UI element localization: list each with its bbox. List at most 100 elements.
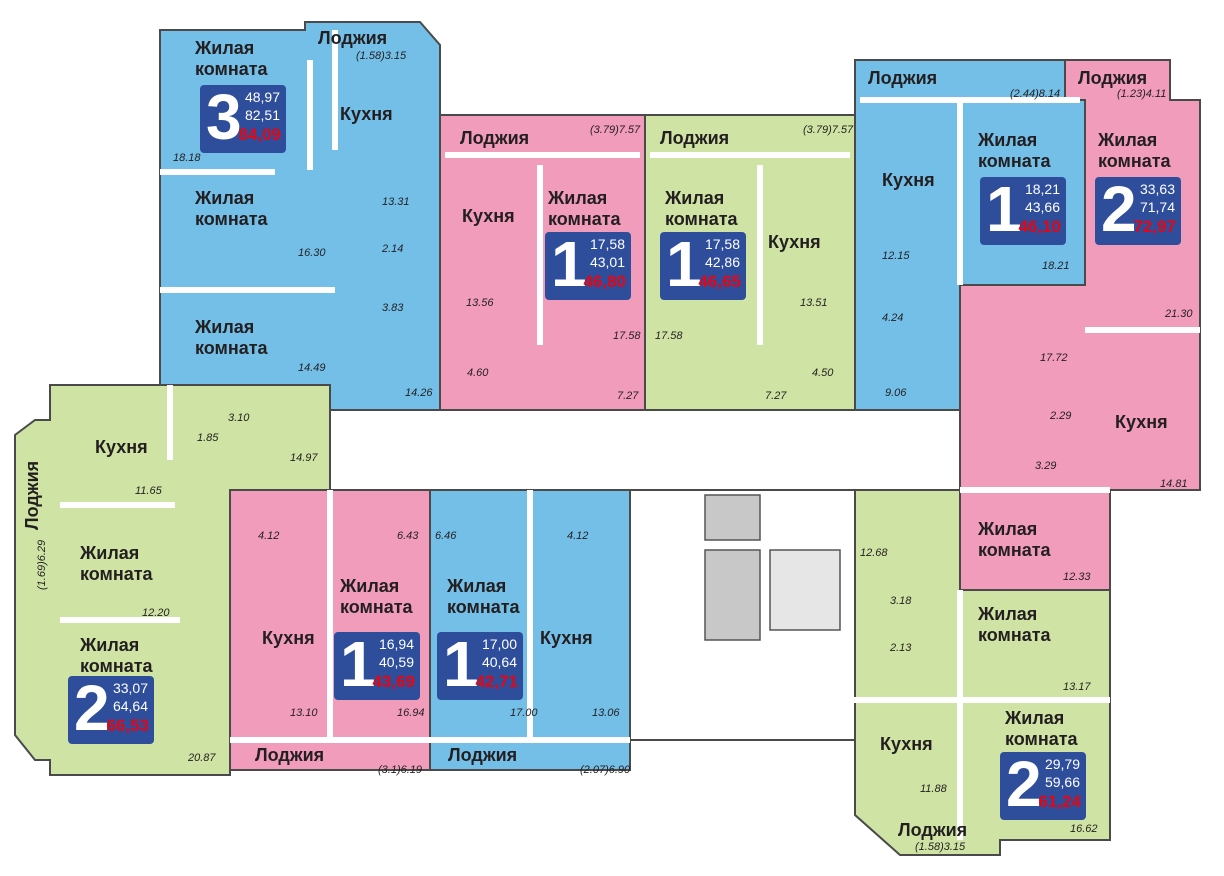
- room-count: 1: [986, 173, 1022, 245]
- room-loggia: Лоджия: [318, 28, 388, 48]
- area-with-loggia: 61,24: [1038, 792, 1081, 811]
- total-area: 82,51: [244, 107, 280, 123]
- room-area: 3.10: [228, 412, 250, 424]
- room-area: 11.65: [135, 485, 162, 497]
- living-area: 17,58: [704, 236, 740, 252]
- room-area: 18.18: [173, 152, 201, 164]
- total-area: 59,66: [1044, 774, 1080, 790]
- room-area: 21.30: [1165, 308, 1193, 320]
- room-area: 14.49: [298, 362, 326, 374]
- living-area: 17,00: [481, 636, 517, 652]
- room-area: 4.12: [567, 530, 589, 542]
- room-area: 12.33: [1063, 571, 1091, 583]
- room-loggia: Лоджия: [1078, 68, 1148, 88]
- room-area: 4.24: [882, 312, 904, 324]
- staircase: [769, 549, 841, 631]
- living-area: 33,63: [1139, 181, 1175, 197]
- total-area: 40,64: [481, 654, 517, 670]
- room-area: 17.58: [613, 330, 641, 342]
- room-kitchen: Кухня: [340, 104, 393, 124]
- room-count: 2: [74, 672, 110, 744]
- room-area: 13.31: [382, 196, 410, 208]
- room-area: 12.15: [882, 250, 910, 262]
- room-area: 9.06: [885, 387, 907, 399]
- room-kitchen: Кухня: [768, 232, 821, 252]
- room-area: 17.58: [655, 330, 683, 342]
- room-area: 16.62: [1070, 823, 1098, 835]
- room-area: 11.88: [920, 783, 947, 795]
- room-loggia: Лоджия: [898, 820, 968, 840]
- room-count: 2: [1101, 173, 1137, 245]
- total-area: 71,74: [1139, 199, 1175, 215]
- room-area: 14.81: [1160, 478, 1188, 490]
- area-with-loggia: 72,97: [1133, 217, 1176, 236]
- total-area: 64,64: [112, 698, 148, 714]
- room-area: 14.26: [405, 387, 433, 399]
- room-area: 7.27: [617, 390, 639, 402]
- room-count: 2: [1006, 748, 1042, 820]
- room-area: 18.21: [1042, 260, 1070, 272]
- room-area: 2.13: [890, 642, 912, 654]
- room-area: 16.94: [397, 707, 425, 719]
- room-area: 1.85: [197, 432, 219, 444]
- room-loggia: Лоджия: [660, 128, 730, 148]
- room-area: 17.00: [510, 707, 538, 719]
- room-area: 13.51: [800, 297, 828, 309]
- loggia-area: (3.79)7.57: [803, 124, 854, 136]
- room-area: 13.10: [290, 707, 318, 719]
- room-count: 1: [551, 228, 587, 300]
- room-area: 7.27: [765, 390, 787, 402]
- room-area: 17.72: [1040, 352, 1068, 364]
- room-area: 6.46: [435, 530, 457, 542]
- room-loggia: Лоджия: [22, 460, 42, 530]
- total-area: 40,59: [378, 654, 414, 670]
- area-with-loggia: 46,65: [698, 272, 741, 291]
- room-loggia: Лоджия: [255, 745, 325, 765]
- total-area: 42,86: [704, 254, 740, 270]
- loggia-area: (1.23)4.11: [1117, 88, 1167, 100]
- room-area: 3.29: [1035, 460, 1057, 472]
- room-area: 13.56: [466, 297, 494, 309]
- area-with-loggia: 42,71: [475, 672, 518, 691]
- room-kitchen: Кухня: [540, 628, 593, 648]
- room-area: 20.87: [188, 752, 216, 764]
- room-area: 2.29: [1050, 410, 1072, 422]
- living-area: 33,07: [112, 680, 148, 696]
- living-area: 29,79: [1044, 756, 1080, 772]
- loggia-area: (3.1)6.19: [378, 764, 423, 776]
- room-kitchen: Кухня: [880, 734, 933, 754]
- total-area: 43,66: [1024, 199, 1060, 215]
- room-kitchen: Кухня: [95, 437, 148, 457]
- room-count: 1: [443, 628, 479, 700]
- interior-walls: [60, 30, 1200, 840]
- living-area: 17,58: [589, 236, 625, 252]
- room-count: 1: [340, 628, 376, 700]
- elevator-1: [704, 494, 761, 541]
- room-count: 1: [666, 228, 702, 300]
- room-loggia: Лоджия: [460, 128, 530, 148]
- room-area: 12.20: [142, 607, 170, 619]
- living-area: 18,21: [1024, 181, 1060, 197]
- room-kitchen: Кухня: [462, 206, 515, 226]
- room-kitchen: Кухня: [1115, 412, 1168, 432]
- room-area: 4.12: [258, 530, 280, 542]
- elevator-2: [704, 549, 761, 641]
- room-area: 2.14: [382, 243, 404, 255]
- area-with-loggia: 46,80: [583, 272, 626, 291]
- room-count: 3: [206, 81, 242, 153]
